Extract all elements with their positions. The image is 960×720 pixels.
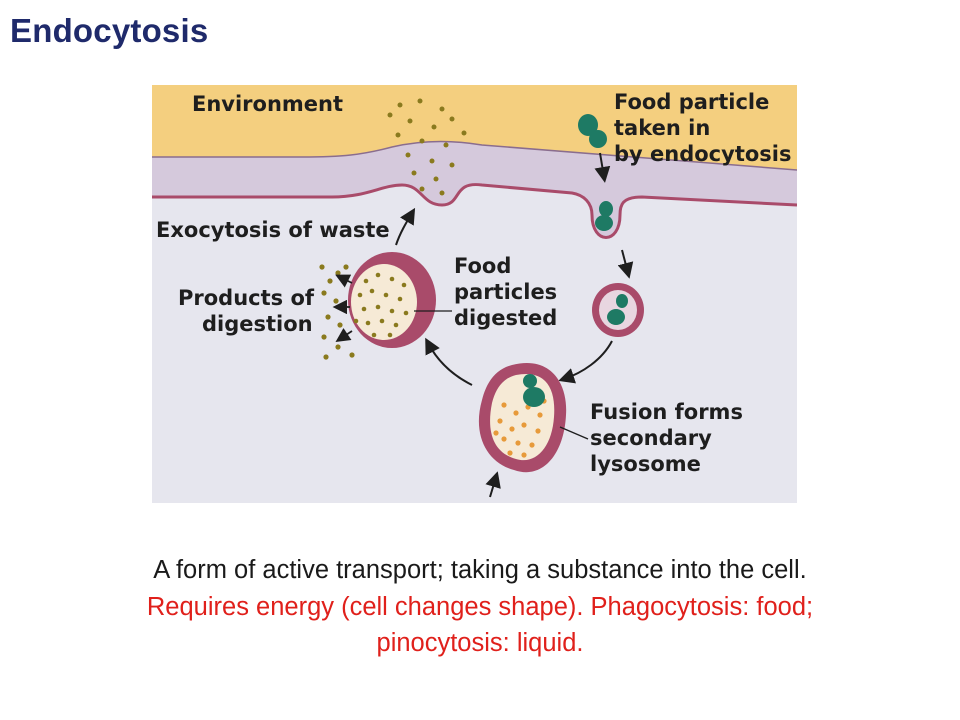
slide-title: Endocytosis	[10, 12, 209, 49]
caption-line-2: Requires energy (cell changes shape). Ph…	[146, 592, 814, 621]
label-food-particle-3: by endocytosis	[614, 142, 792, 166]
arrow-into-cell	[594, 152, 611, 183]
endocytic-vesicle	[592, 283, 644, 337]
leader-fusion	[559, 426, 589, 440]
caption-line-3: pinocytosis: liquid.	[376, 629, 584, 658]
label-environment: Environment	[192, 92, 343, 116]
environment-region	[152, 85, 797, 170]
digestion-arrows	[332, 274, 353, 342]
arrow-to-vesicle	[617, 249, 634, 279]
label-digested-1: Food	[454, 254, 511, 278]
label-digested-3: digested	[454, 306, 557, 330]
endocytosis-diagram: Environment Food particle taken in by en…	[152, 85, 797, 503]
label-exocytosis: Exocytosis of waste	[156, 218, 390, 242]
label-food-particle-2: taken in	[614, 116, 710, 140]
cell-membrane	[152, 141, 797, 238]
membrane-outer-line	[152, 140, 797, 171]
digestion-vacuole	[348, 252, 436, 348]
arrow-to-digestion	[425, 337, 473, 386]
diagram-canvas: Environment Food particle taken in by en…	[152, 85, 797, 503]
caption: A form of active transport; taking a sub…	[30, 552, 930, 662]
arrow-to-fusion	[558, 340, 613, 384]
arrow-to-exocytosis	[395, 207, 416, 246]
label-fusion-3: lysosome	[590, 452, 701, 476]
secondary-lysosome	[478, 363, 567, 473]
label-products-1: Products of	[178, 286, 315, 310]
label-food-particle-1: Food particle	[614, 90, 769, 114]
label-fusion-2: secondary	[590, 426, 712, 450]
label-digested-2: particles	[454, 280, 557, 304]
label-fusion-1: Fusion forms	[590, 400, 743, 424]
arrow-lysosome-incoming	[485, 471, 501, 498]
food-particle-incoming	[578, 114, 607, 148]
food-particle-invaginating	[595, 201, 613, 231]
waste-dots-environment	[387, 98, 467, 196]
membrane-inner-line	[152, 183, 797, 239]
caption-line-1: A form of active transport; taking a sub…	[153, 556, 807, 584]
label-products-2: digestion	[202, 312, 313, 336]
